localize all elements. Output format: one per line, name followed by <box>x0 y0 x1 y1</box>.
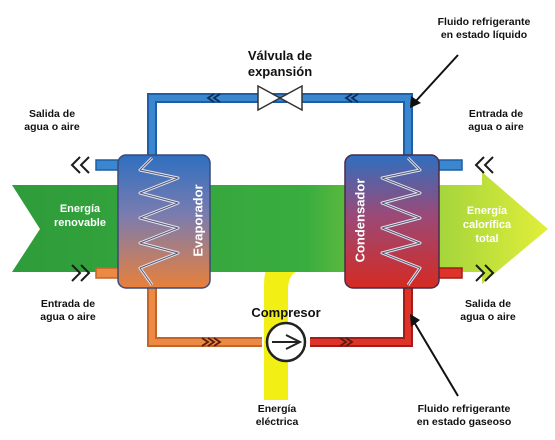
top-pipe <box>147 93 413 160</box>
expansion-valve-label: Válvula de expansión <box>247 48 313 80</box>
gas-refrigerant-pointer <box>413 321 459 397</box>
evaporator-inlet-nozzle <box>95 267 121 279</box>
condenser-inlet-nozzle <box>437 159 463 171</box>
flow-direction-chevrons <box>206 93 359 103</box>
water-air-flow-chevrons <box>70 156 495 282</box>
electric-energy-label: Energía eléctrica <box>255 403 299 429</box>
compressor-icon <box>265 321 307 363</box>
condenser-box <box>344 154 440 289</box>
right-outlet-label: Salida de agua o aire <box>460 298 516 324</box>
compressor-label: Compresor <box>251 305 321 320</box>
total-heat-energy-label: Energía calorífica total <box>462 205 512 245</box>
condenser-outlet-nozzle <box>437 267 463 279</box>
evaporator-box <box>117 154 211 289</box>
left-inlet-label: Entrada de agua o aire <box>40 298 96 324</box>
evaporator-outlet-nozzle <box>95 159 121 171</box>
liquid-refrigerant-pointer <box>414 54 459 103</box>
renewable-energy-label: Energía renovable <box>54 203 106 229</box>
right-inlet-label: Entrada de agua o aire <box>468 108 524 134</box>
left-outlet-label: Salida de agua o aire <box>24 108 80 134</box>
evaporator-label: Evaporador <box>190 184 206 257</box>
liquid-refrigerant-label: Fluido refrigerante en estado líquido <box>437 16 531 42</box>
condenser-label: Condensador <box>352 178 368 263</box>
expansion-valve-icon <box>257 84 303 112</box>
gas-refrigerant-label: Fluido refrigerante en estado gaseoso <box>416 403 512 429</box>
